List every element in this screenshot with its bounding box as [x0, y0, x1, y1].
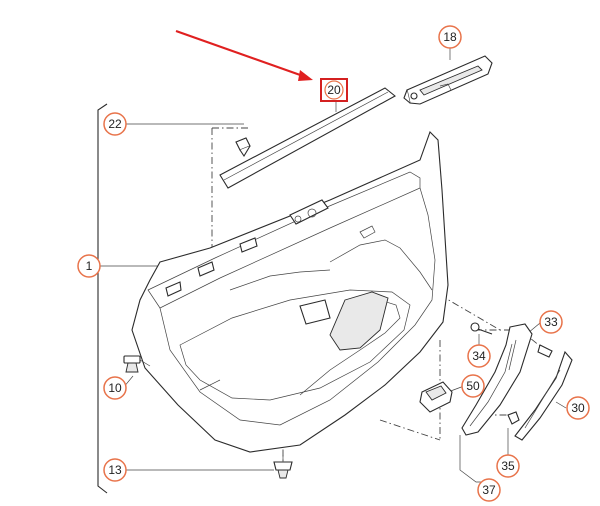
callout-34: 34 — [467, 344, 491, 368]
door-trim-panel — [131, 130, 449, 453]
callout-20: 20 — [320, 78, 348, 102]
clip-35 — [507, 411, 520, 425]
svg-text:33: 33 — [544, 315, 558, 329]
callout-33: 33 — [539, 310, 563, 334]
callout-30: 30 — [566, 396, 590, 420]
clip-part — [235, 137, 251, 158]
inner-handle — [403, 55, 493, 105]
svg-text:1: 1 — [86, 259, 93, 273]
highlight-arrow — [175, 29, 313, 81]
svg-text:50: 50 — [466, 379, 480, 393]
callout-10: 10 — [103, 376, 127, 400]
callout-35: 35 — [496, 454, 520, 478]
svg-text:37: 37 — [482, 483, 496, 497]
armrest-trim — [461, 323, 533, 436]
callout-1: 1 — [77, 254, 101, 278]
callout-13: 13 — [103, 458, 127, 482]
svg-text:20: 20 — [327, 83, 341, 97]
svg-text:34: 34 — [472, 349, 486, 363]
svg-text:10: 10 — [108, 381, 122, 395]
svg-text:22: 22 — [108, 117, 122, 131]
svg-text:35: 35 — [501, 459, 515, 473]
svg-text:13: 13 — [108, 463, 122, 477]
svg-text:30: 30 — [571, 401, 585, 415]
expanding-rivet — [123, 355, 151, 373]
window-seal-strip — [219, 87, 396, 189]
screw-34 — [470, 322, 493, 335]
svg-text:18: 18 — [443, 30, 457, 44]
trim-cover — [514, 350, 573, 441]
callout-22: 22 — [103, 112, 127, 136]
callout-50: 50 — [461, 374, 485, 398]
callout-18: 18 — [438, 25, 462, 49]
callout-37: 37 — [477, 478, 501, 502]
window-switch — [419, 381, 453, 413]
screw-33 — [537, 344, 553, 358]
retaining-clip — [273, 455, 293, 479]
